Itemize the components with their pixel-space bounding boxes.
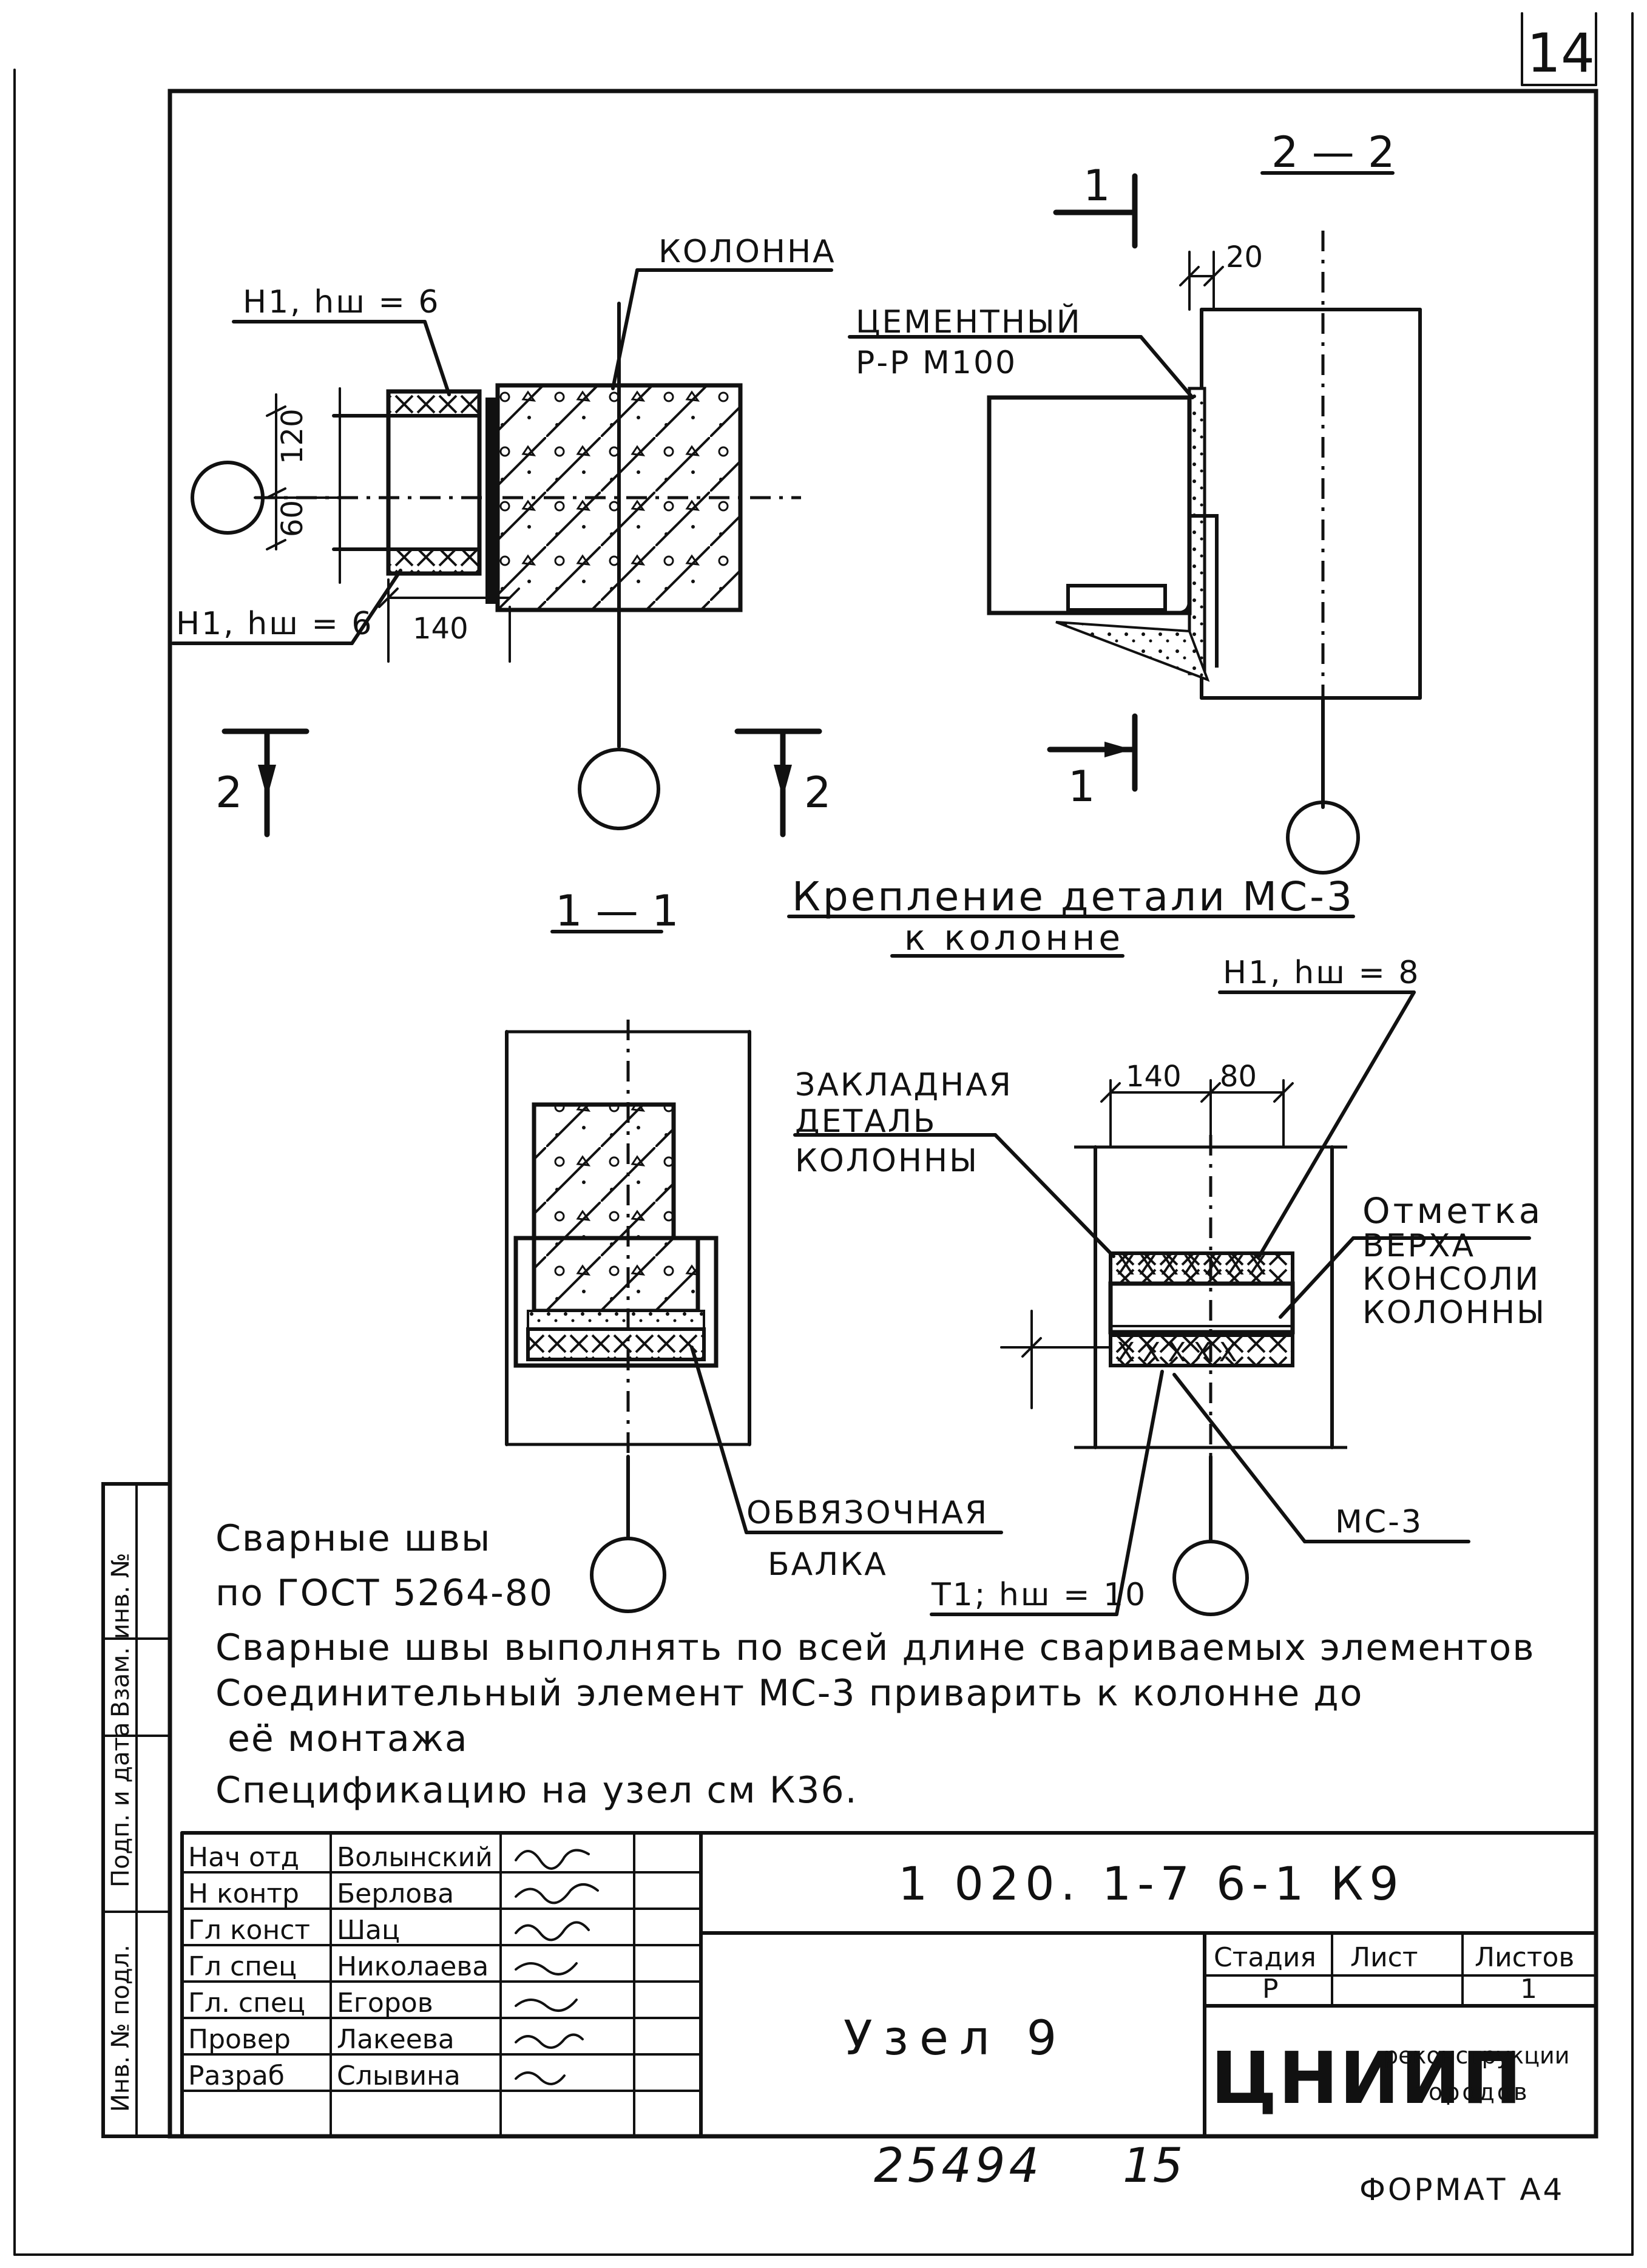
staff-name-4: Егоров — [337, 1988, 433, 2019]
sheets-value: 1 — [1520, 1974, 1537, 2005]
detail-mc3-weld-bottom: Т1; hш = 10 — [931, 1577, 1147, 1613]
sheets-header: Листов — [1475, 1942, 1574, 1973]
drawing-title: Узел 9 — [844, 2011, 1067, 2066]
section-2-2 — [848, 171, 1422, 875]
detail-mc3-mark-line2: ВЕРХА — [1362, 1228, 1475, 1264]
stage-value: Р — [1262, 1974, 1279, 2005]
org-line2: городов — [1414, 2079, 1530, 2105]
staff-name-2: Шац — [337, 1915, 400, 1946]
staff-name-5: Лакеева — [337, 2024, 455, 2055]
detail-mc3-mark-line3: КОНСОЛИ — [1362, 1261, 1540, 1298]
format-label: ФОРМАТ А4 — [1359, 2172, 1564, 2207]
section-1-1 — [505, 930, 1003, 1613]
staff-name-3: Николаева — [337, 1951, 489, 1982]
detail-mc3 — [787, 915, 1531, 1616]
drawing-designation: 1 020. 1-7 6-1 К9 — [898, 1857, 1405, 1911]
section-1-1-beam-line1: ОБВЯЗОЧНАЯ — [746, 1495, 989, 1531]
plan-label-column: КОЛОННА — [658, 234, 836, 270]
title-block — [180, 1831, 1598, 2138]
detail-mc3-mark-line4: КОЛОННЫ — [1362, 1295, 1546, 1331]
side-stamp-cell-sign: Подп. и дата — [107, 1722, 135, 1887]
side-stamp — [101, 1482, 172, 2138]
plan-weld-bottom: Н1, hш = 6 — [176, 606, 374, 642]
plan-dim-60: 60 — [276, 500, 309, 537]
detail-mc3-title-line1: Крепление детали МС-3 — [792, 873, 1354, 920]
detail-mc3-weld-top: Н1, hш = 8 — [1223, 955, 1421, 991]
stage-header: Стадия — [1214, 1942, 1316, 1973]
section-2-2-mortar-line1: ЦЕМЕНТНЫЙ — [856, 303, 1082, 340]
section-1-1-beam-line2: БАЛКА — [768, 1546, 888, 1583]
plan-dim-140: 140 — [413, 612, 468, 646]
note-line2: по ГОСТ 5264-80 — [215, 1572, 553, 1614]
detail-mc3-mark-line1: Отметка — [1362, 1190, 1543, 1231]
plan-section-2-right: 2 — [804, 768, 831, 817]
detail-mc3-embedded-line1: ЗАКЛАДНАЯ — [795, 1067, 1013, 1103]
detail-mc3-weld-symbols-bottom: XXXXX — [1117, 1337, 1245, 1368]
section-1-1-title: 1 — 1 — [555, 886, 679, 936]
staff-name-0: Волынский — [337, 1842, 493, 1873]
note-line1: Сварные швы — [215, 1517, 491, 1560]
plan-view — [171, 268, 833, 838]
staff-role-3: Гл спец — [188, 1951, 297, 1982]
archive-sheet: 15 — [1123, 2139, 1183, 2193]
note-line3: Сварные швы выполнять по всей длине свар… — [215, 1627, 1535, 1669]
staff-role-2: Гл конст — [188, 1915, 310, 1946]
staff-role-6: Разраб — [188, 2060, 285, 2091]
detail-mc3-dim-140: 140 — [1126, 1060, 1182, 1094]
page-number: 14 — [1527, 22, 1595, 84]
detail-mc3-dim-80: 80 — [1220, 1060, 1257, 1094]
section-2-2-cut-1-top: 1 — [1083, 161, 1111, 211]
note-line6: Спецификацию на узел см К36. — [215, 1769, 858, 1812]
detail-mc3-weld-symbols-top: XXXXXXX — [1117, 1250, 1270, 1281]
staff-name-1: Берлова — [337, 1878, 454, 1909]
sheet-frame — [13, 12, 1634, 2256]
plan-weld-top: Н1, hш = 6 — [243, 284, 441, 320]
staff-role-4: Гл. спец — [188, 1988, 305, 2019]
side-stamp-cell-replace: Взам. инв. № — [107, 1552, 135, 1718]
note-line4: Соединительный элемент МС-3 приварить к … — [215, 1672, 1364, 1715]
staff-role-1: Н контр — [188, 1878, 299, 1909]
section-2-2-title: 2 — 2 — [1271, 127, 1395, 177]
staff-role-0: Нач отд — [188, 1842, 299, 1873]
detail-mc3-title-line2: к колонне — [904, 917, 1124, 958]
section-2-2-dim-20: 20 — [1226, 240, 1263, 274]
staff-role-5: Провер — [188, 2024, 291, 2055]
detail-mc3-embedded-line2: ДЕТАЛЬ — [795, 1103, 937, 1140]
detail-mc3-embedded-line3: КОЛОННЫ — [795, 1143, 979, 1179]
plan-dim-120: 120 — [276, 408, 309, 464]
section-2-2-cut-1-bottom: 1 — [1068, 762, 1095, 811]
archive-number: 25494 — [874, 2139, 1043, 2193]
section-2-2-mortar-line2: Р-Р М100 — [856, 345, 1017, 381]
sheet-header: Лист — [1350, 1942, 1418, 1973]
signature-marks — [515, 1849, 599, 2085]
org-line1: реконструкции — [1384, 2042, 1569, 2069]
org-logo: ЦНИИП — [1211, 2036, 1523, 2120]
staff-name-6: Слывина — [337, 2060, 461, 2091]
side-stamp-cell-inv: Инв. № подл. — [107, 1945, 135, 2112]
detail-mc3-element-label: МС-3 — [1335, 1504, 1423, 1540]
note-line5: её монтажа — [228, 1718, 468, 1760]
plan-section-2-left: 2 — [215, 768, 243, 817]
